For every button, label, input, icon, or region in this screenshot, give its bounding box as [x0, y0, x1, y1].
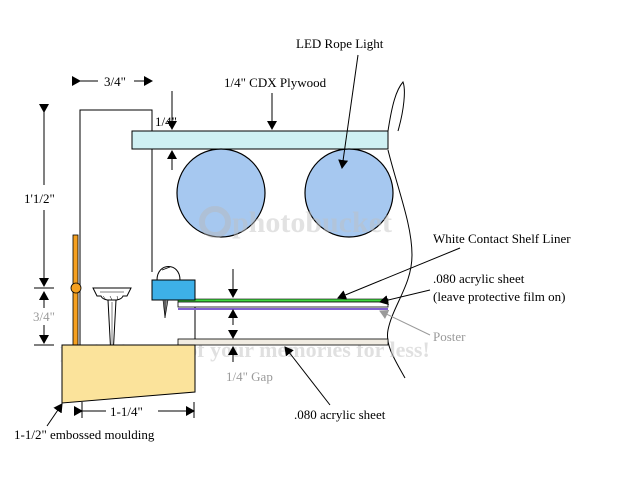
plywood-sheet — [131, 130, 389, 150]
label-moulding: 1-1/2" embossed moulding — [14, 427, 155, 442]
label-acrylic-top: .080 acrylic sheet — [433, 271, 525, 286]
label-acrylic-bottom: .080 acrylic sheet — [294, 407, 386, 422]
dim-one-quarter-bottom: 1-1/4" — [110, 404, 143, 419]
light-socket — [151, 266, 196, 319]
dim-quarter-top: 1/4" — [155, 114, 177, 129]
watermark-logo: photobucket — [199, 206, 392, 239]
dim-three-quarter-top: 3/4" — [104, 74, 126, 89]
dim-three-quarter-left: 3/4" — [33, 309, 55, 324]
moulding — [61, 344, 196, 404]
dim-one-one-half: 1'1/2" — [24, 191, 55, 206]
gap-label: 1/4" Gap — [226, 369, 273, 384]
rope-light-left — [176, 148, 266, 238]
rope-light-right — [304, 148, 394, 238]
acrylic-sheet-top — [177, 301, 389, 308]
hanger-knob — [70, 282, 82, 294]
acrylic-sheet-bottom — [177, 338, 389, 346]
shelf-liner-strip — [177, 298, 389, 303]
label-shelf-liner: White Contact Shelf Liner — [433, 231, 571, 246]
label-rope-light: LED Rope Light — [296, 36, 384, 51]
label-protective-film: (leave protective film on) — [433, 289, 565, 304]
label-poster: Poster — [433, 329, 466, 344]
svg-text:photobucket: photobucket — [232, 206, 392, 239]
label-plywood: 1/4" CDX Plywood — [224, 75, 327, 90]
